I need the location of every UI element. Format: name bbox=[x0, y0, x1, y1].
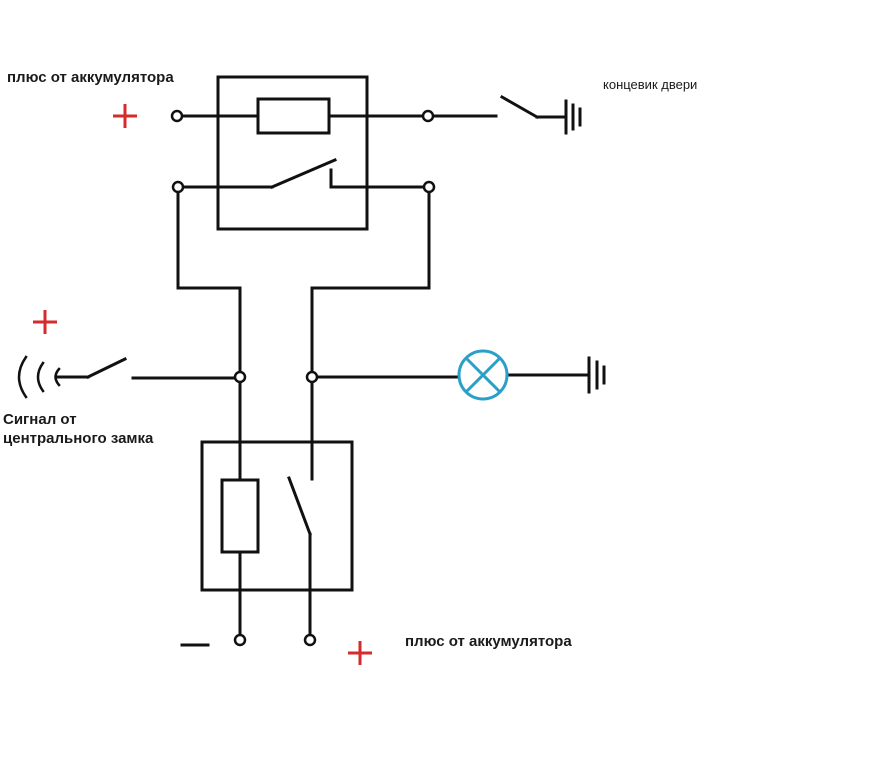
label-central-lock-signal: Сигнал от центрального замка bbox=[3, 411, 154, 447]
lamp-symbol bbox=[457, 349, 509, 401]
label-door-switch: концевик двери bbox=[603, 77, 698, 92]
terminal-contact-right bbox=[422, 180, 436, 194]
plus-sign-bottom bbox=[348, 641, 372, 665]
relay-top-housing bbox=[216, 75, 369, 231]
relay-top-contact-blade bbox=[270, 158, 337, 189]
relay-bottom-coil bbox=[220, 478, 260, 554]
plus-sign-top bbox=[113, 104, 137, 128]
wire-left-loop bbox=[176, 190, 242, 373]
terminal-minus bbox=[233, 633, 247, 647]
signal-wave-inner bbox=[54, 367, 61, 387]
plus-sign-middle bbox=[33, 310, 57, 334]
terminal-contact-left bbox=[171, 180, 185, 194]
label-battery-plus-top: плюс от аккумулятора bbox=[7, 69, 174, 86]
door-switch-blade bbox=[499, 94, 540, 120]
terminal-door-switch bbox=[421, 109, 435, 123]
signal-switch-blade bbox=[85, 356, 128, 380]
relay-bottom-housing bbox=[200, 440, 354, 592]
relay-bottom-contact-blade bbox=[287, 476, 312, 536]
label-battery-plus-bottom: плюс от аккумулятора bbox=[405, 633, 572, 650]
signal-wave-outer bbox=[17, 355, 28, 399]
wire-right-loop bbox=[310, 190, 431, 373]
terminal-battery-top bbox=[170, 109, 184, 123]
relay-top-coil bbox=[256, 97, 331, 135]
junction-right bbox=[305, 370, 319, 384]
lamp-cross-2 bbox=[464, 356, 502, 394]
terminal-plus-bottom bbox=[303, 633, 317, 647]
signal-wave-middle bbox=[36, 361, 45, 393]
junction-left bbox=[233, 370, 247, 384]
